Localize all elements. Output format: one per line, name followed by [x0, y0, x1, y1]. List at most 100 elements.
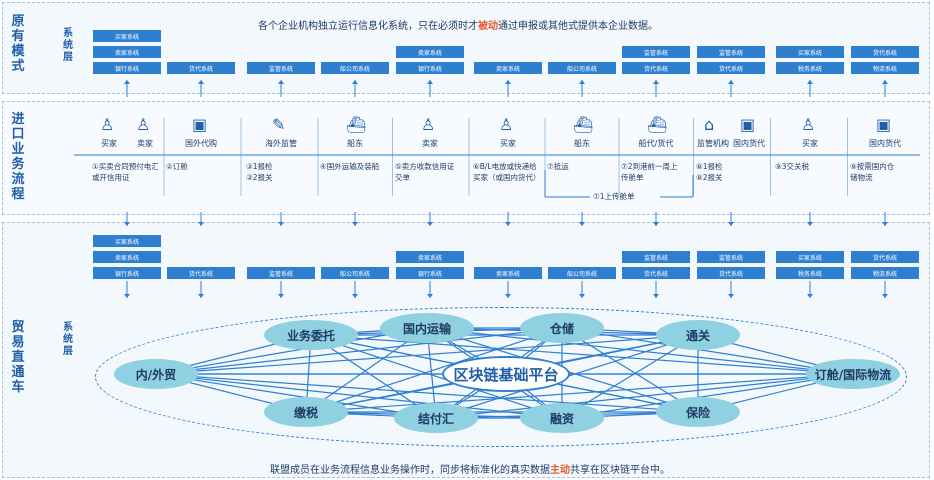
arrowhead [352, 222, 358, 226]
arrowhead [505, 222, 511, 226]
process-icon: ▣ [876, 115, 892, 134]
arrowhead [728, 80, 734, 84]
arrowhead [352, 80, 358, 84]
platform-node: 通关 [656, 320, 740, 350]
system-box: 银行系统 [93, 62, 161, 74]
system-box: 银行系统 [396, 267, 464, 279]
process-icon: ▣ [192, 115, 208, 134]
banner-suffix: 通过申报或其他式提供本企业数据。 [498, 21, 658, 32]
process-actor-label: 卖家 [422, 139, 438, 148]
platform-node: 国内运输 [380, 313, 474, 343]
arrowhead [807, 294, 813, 298]
process-icon: ♙ [136, 115, 151, 134]
process-step-text: ①买卖合同预付电汇 或开信用证 [92, 162, 159, 182]
system-box: 船公司系统 [548, 62, 616, 74]
system-box: 监管系统 [697, 46, 765, 58]
process-actor-label: 国内货代 [869, 139, 901, 148]
process-actor-label: 买家 [101, 139, 117, 148]
system-box: 税务系统 [776, 62, 844, 74]
system-box: 卖家系统 [474, 62, 542, 74]
system-box: 货代系统 [697, 62, 765, 74]
footer-suffix: 共享在区块链平台中。 [570, 465, 670, 476]
arrowhead [124, 294, 130, 298]
arrowhead [505, 294, 511, 298]
platform-node: 内/外贸 [114, 359, 198, 389]
system-box: 货代系统 [167, 267, 235, 279]
arrowhead [653, 222, 659, 226]
arrowhead [728, 294, 734, 298]
system-box: 税务系统 [776, 267, 844, 279]
arrowhead [198, 222, 204, 226]
system-box: 卖家系统 [396, 251, 464, 263]
banner-prefix: 各个企业机构独立运行信息化系统，只在必须时才 [258, 21, 478, 32]
arrowhead [352, 294, 358, 298]
system-box: 监管系统 [622, 46, 690, 58]
sub-step-label: ⑦1上传舱单 [593, 192, 635, 201]
system-box: 银行系统 [93, 267, 161, 279]
arrowhead [653, 294, 659, 298]
system-box: 物流系统 [851, 62, 919, 74]
blockchain-core-node: 区块链基础平台 [442, 356, 570, 392]
platform-node: 缴税 [264, 397, 348, 427]
arrowhead [807, 80, 813, 84]
system-box: 卖家系统 [396, 46, 464, 58]
arrowhead [278, 222, 284, 226]
process-actor-label: 国内货代 [733, 139, 765, 148]
process-actor-label: 卖家 [137, 139, 153, 148]
process-step-text: ⑧1报检 ⑧2报关 [696, 162, 723, 182]
process-step-text: ⑦抵运 [547, 162, 569, 171]
system-box: 银行系统 [396, 62, 464, 74]
original-system-layer-label: 系统层 [63, 28, 73, 63]
platform-node: 融资 [520, 403, 604, 433]
system-box: 货代系统 [851, 251, 919, 263]
arrowhead [427, 222, 433, 226]
process-icon: ▣ [740, 115, 756, 134]
arrowhead [579, 80, 585, 84]
process-actor-label: 船东 [347, 139, 363, 148]
process-icon: ✎ [272, 115, 286, 134]
arrowhead [882, 222, 888, 226]
platform-node: 结付汇 [394, 403, 478, 433]
system-box: 买家系统 [93, 30, 161, 42]
arrowhead [278, 80, 284, 84]
process-icon: ♙ [499, 115, 514, 134]
footer-emphasis: 主动 [550, 465, 570, 476]
process-icon: ⌂ [704, 115, 715, 134]
platform-node: 业务委托 [264, 320, 358, 350]
process-step-text: ⑥B/L电放或快递给 买家（或国内货代） [473, 162, 541, 182]
platform-node: 保险 [656, 397, 740, 427]
original-mode-banner: 各个企业机构独立运行信息化系统，只在必须时才被动通过申报或其他式提供本企业数据。 [258, 17, 658, 32]
footer-prefix: 联盟成员在业务流程信息业务操作时，同步将标准化的真实数据 [270, 465, 550, 476]
system-box: 货代系统 [622, 267, 690, 279]
system-box: 卖家系统 [93, 251, 161, 263]
arrowhead [124, 222, 130, 226]
system-box: 船公司系统 [548, 267, 616, 279]
system-box: 监管系统 [247, 62, 315, 74]
system-box: 卖家系统 [474, 267, 542, 279]
trade-system-layer-label: 系统层 [63, 322, 73, 357]
arrowhead [427, 294, 433, 298]
import-process-section [2, 101, 930, 215]
arrowhead [198, 294, 204, 298]
system-box: 买家系统 [776, 251, 844, 263]
trade-footer: 联盟成员在业务流程信息业务操作时，同步将标准化的真实数据主动共享在区块链平台中。 [270, 461, 670, 476]
process-step-text: ④国外运输及装船 [320, 162, 380, 171]
original-mode-title: 原有模式 [11, 14, 25, 74]
process-step-text: ②订舱 [166, 162, 188, 171]
process-step-text: ⑨按需国内仓 储物流 [850, 162, 895, 182]
system-box: 监管系统 [622, 251, 690, 263]
arrowhead [427, 80, 433, 84]
process-actor-label: 监管机构 [697, 139, 729, 148]
arrowhead [882, 80, 888, 84]
system-box: 货代系统 [622, 62, 690, 74]
system-box: 买家系统 [93, 235, 161, 247]
system-box: 买家系统 [776, 46, 844, 58]
import-process-title: 进口业务流程 [11, 112, 25, 202]
process-icon: ⛴ [346, 115, 367, 134]
arrowhead [198, 80, 204, 84]
process-icon: ⛴ [573, 115, 594, 134]
system-box: 船公司系统 [321, 62, 389, 74]
process-icon: ♙ [801, 115, 816, 134]
process-actor-label: 国外代购 [185, 139, 217, 148]
system-box: 货代系统 [697, 267, 765, 279]
